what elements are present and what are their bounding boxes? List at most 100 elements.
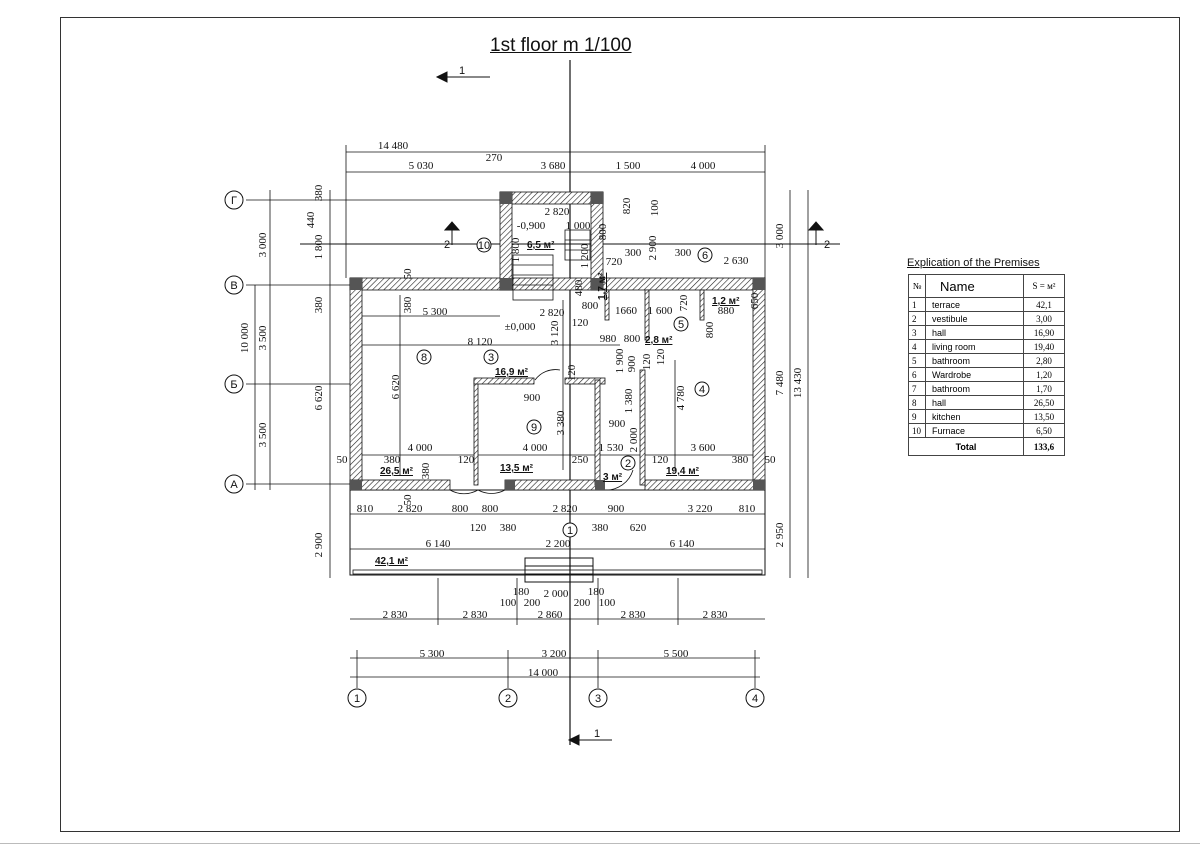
entry-steps (524, 557, 594, 583)
room-number: 4 (699, 384, 705, 396)
dimension-label: 5 030 (409, 160, 434, 172)
dimension-label: 2 200 (546, 538, 571, 550)
dimension-label: 380 (313, 296, 325, 313)
dimension-label: 50 (765, 454, 777, 466)
dimension-label: 4 000 (523, 442, 548, 454)
dimension-label: 250 (572, 454, 589, 466)
area-label: 1,7 м² (597, 272, 608, 300)
dimension-label: 800 (582, 300, 599, 312)
room-number-cell: 6 (908, 367, 926, 382)
dimension-label: 1 800 (313, 234, 325, 259)
columns (350, 192, 765, 490)
dimension-label: 1 530 (599, 442, 624, 454)
room-number-bubble (673, 316, 689, 332)
room-name-cell: bathroom (925, 381, 1024, 396)
dimension-label: 1 380 (623, 388, 635, 413)
dimension-label: 820 (621, 197, 633, 214)
dimension-label: 2 860 (538, 609, 563, 621)
axis-label: 1 (354, 693, 360, 705)
room-area-cell: 42,1 (1023, 297, 1065, 312)
dimension-label: 2 000 (628, 427, 640, 452)
room-number-cell: 9 (908, 409, 926, 424)
dimension-label: 380 (384, 454, 401, 466)
header-name: Name (925, 274, 1024, 298)
dimension-label: 440 (305, 211, 317, 228)
room-area-cell: 1,70 (1023, 381, 1065, 396)
dimension-label: 900 (608, 503, 625, 515)
dimension-label: 800 (624, 333, 641, 345)
room-number: 8 (421, 352, 427, 364)
stairs (449, 229, 634, 495)
dimension-label: 3 220 (688, 503, 713, 515)
room-number: 3 (488, 352, 494, 364)
terrace-rail (352, 569, 763, 575)
explication-table: Explication of the Premises № Name S = м… (907, 257, 1065, 456)
room-number: 2 (625, 458, 631, 470)
room-name-cell: terrace (925, 297, 1024, 312)
axis-label: 3 (595, 693, 601, 705)
section-mark-label: 2 (444, 239, 450, 251)
dimension-label: 2 830 (463, 609, 488, 621)
room-name-cell: hall (925, 325, 1024, 340)
room-number-bubble (483, 349, 499, 365)
dimension-label: 13 430 (792, 367, 804, 398)
dimension-label: 2 830 (383, 609, 408, 621)
dimension-label: 1 600 (648, 305, 673, 317)
dimension-label: ±0,000 (505, 321, 536, 333)
dimension-label: 2 820 (545, 206, 570, 218)
room-number-cell: 5 (908, 353, 926, 368)
dimension-label: 300 (625, 247, 642, 259)
dimension-label: 3 200 (542, 648, 567, 660)
room-number-cell: 10 (908, 423, 926, 438)
room-number: 10 (478, 240, 490, 252)
dimension-label: 2 630 (724, 255, 749, 267)
dimension-label: 14 480 (378, 140, 409, 152)
total-row: Total 133,6 (908, 437, 1065, 456)
room-name-cell: bathroom (925, 353, 1024, 368)
dimension-label: 900 (626, 355, 638, 372)
dimension-label: 1660 (615, 305, 638, 317)
dimension-label: 4 000 (691, 160, 716, 172)
total-label: Total (908, 437, 1024, 456)
dimension-label: 380 (420, 462, 432, 479)
axis-label: 2 (505, 693, 511, 705)
axis-bubble (745, 688, 765, 708)
dimension-label: 3 600 (691, 442, 716, 454)
dimension-label: 4 780 (675, 385, 687, 410)
dimension-label: 800 (597, 223, 609, 240)
room-number-bubble (620, 455, 636, 471)
dimension-label: 100 (649, 199, 661, 216)
room-area-cell: 26,50 (1023, 395, 1065, 410)
dimension-label: 900 (609, 418, 626, 430)
dimension-label: 50 (402, 494, 414, 506)
dimension-label: 7 480 (774, 370, 786, 395)
dimension-label: 1 900 (614, 348, 626, 373)
walls (349, 191, 766, 491)
dimension-label: 120 (566, 364, 578, 381)
dimension-label: 2 000 (544, 588, 569, 600)
dimension-label: 120 (470, 522, 487, 534)
dimension-label: 100 (500, 597, 517, 609)
dimension-label: 120 (572, 317, 589, 329)
dimension-label: 120 (652, 454, 669, 466)
room-name-cell: living room (925, 339, 1024, 354)
dimension-label: 3 500 (257, 325, 269, 350)
room-area-cell: 19,40 (1023, 339, 1065, 354)
grid-lines (246, 60, 840, 745)
dimension-label: -0,900 (517, 220, 546, 232)
room-number: 5 (678, 319, 684, 331)
explication-title: Explication of the Premises (907, 257, 1040, 269)
room-name-cell: Wardrobe (925, 367, 1024, 382)
room-number-bubble (526, 419, 542, 435)
axis-label: А (230, 479, 238, 491)
dimension-label: 180 (513, 586, 530, 598)
dimension-label: 100 (599, 597, 616, 609)
dimension-label: 3 380 (555, 410, 567, 435)
axis-bubble (347, 688, 367, 708)
